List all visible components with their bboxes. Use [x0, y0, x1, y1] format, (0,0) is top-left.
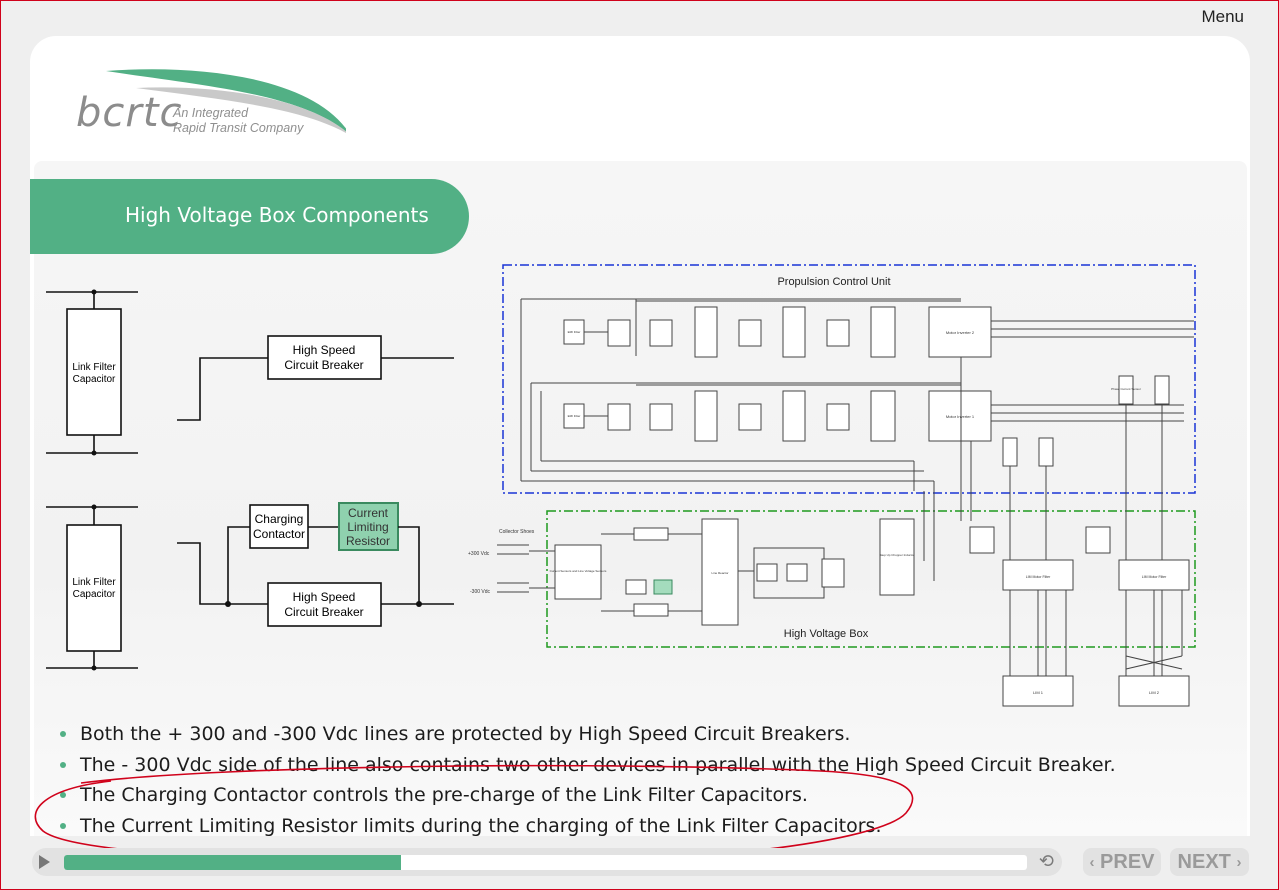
prev-label: PREV	[1100, 851, 1155, 873]
hvb-label: High Voltage Box	[784, 628, 869, 640]
bullet-item: The Charging Contactor controls the pre-…	[56, 784, 1236, 815]
bullet-list: Both the + 300 and -300 Vdc lines are pr…	[56, 723, 1236, 836]
logo-tagline-2: Rapid Transit Company	[173, 121, 304, 135]
charging-label-b: Contactor	[253, 527, 305, 541]
propulsion-schematic: Propulsion Control Unit High Voltage Box…	[468, 264, 1196, 707]
charging-label-a: Charging	[255, 512, 304, 526]
link-filter-capacitor-1: Link Filter Capacitor	[46, 289, 138, 456]
slide-title-banner: High Voltage Box Components	[30, 179, 469, 254]
current-sensors: Current Sensors and Line Voltage Sensors	[550, 569, 607, 573]
bcrtc-logo: bcrtc An Integrated Rapid Transit Compan…	[76, 66, 346, 146]
bullet-item: The Current Limiting Resistor limits dur…	[56, 815, 1236, 836]
logo-swoosh	[106, 69, 346, 134]
logo-tagline-1: An Integrated	[173, 106, 249, 120]
lim-1: LIM 1	[1033, 690, 1044, 695]
replay-icon[interactable]: ⟲	[1038, 851, 1054, 872]
inverter-2: Motor Inverter 2	[946, 330, 975, 335]
lim-filter-2: LIM Motor Filter	[1142, 575, 1167, 579]
circuit-diagrams: Link Filter Capacitor High Speed Circuit…	[46, 264, 1196, 707]
emi-filter-1: EMI Filter	[568, 330, 581, 334]
logo-wordmark: bcrtc	[76, 90, 183, 136]
play-icon[interactable]	[39, 855, 50, 869]
bus-lines	[521, 357, 1163, 681]
course-card: bcrtc An Integrated Rapid Transit Compan…	[30, 36, 1250, 836]
hscb-label-1a: High Speed	[293, 343, 356, 357]
clr-label-a: Current	[348, 506, 389, 520]
lim-2: LIM 2	[1149, 690, 1160, 695]
progress-bar[interactable]	[64, 855, 1027, 870]
minus-vdc: -300 Vdc	[470, 589, 491, 595]
hscb-plus-circuit: High Speed Circuit Breaker	[177, 335, 454, 421]
slide-content: High Voltage Box Components Link Filter …	[30, 161, 1247, 836]
clr-label-c: Resistor	[346, 534, 390, 548]
chevron-right-icon: ›	[1236, 854, 1242, 871]
hv-box-schematic: Collector Shoes +300 Vdc -300 Vdc Curren…	[468, 518, 1190, 707]
pcu-label: Propulsion Control Unit	[777, 276, 890, 288]
hscb-label-2a: High Speed	[293, 590, 356, 604]
chevron-left-icon: ‹	[1089, 854, 1095, 871]
next-button[interactable]: NEXT ›	[1170, 848, 1249, 876]
progress-fill	[64, 855, 402, 870]
media-player-bar: ⟲	[32, 848, 1062, 876]
emi-filter-2: EMI Filter	[568, 414, 581, 418]
cap-label-2a: Link Filter	[72, 577, 116, 588]
hscb-label-2b: Circuit Breaker	[284, 605, 363, 619]
line-reactor: Line Reactor	[711, 571, 728, 575]
pcu-row-2: EMI Filter Motor Inverter 1	[531, 375, 1184, 467]
phase-sensor-a: Phase Current Sensor	[1111, 387, 1141, 391]
hscb-minus-circuit: Charging Contactor Current Limiting Resi…	[177, 502, 454, 627]
collector-shoes: Collector Shoes	[499, 529, 535, 535]
plus-vdc: +300 Vdc	[468, 551, 490, 557]
slide-title: High Voltage Box Components	[125, 203, 429, 227]
prev-button[interactable]: ‹ PREV	[1083, 848, 1161, 876]
link-filter-capacitor-2: Link Filter Capacitor	[46, 504, 138, 671]
next-label: NEXT	[1177, 851, 1231, 873]
cap-label-2b: Capacitor	[73, 589, 116, 600]
hscb-label-1b: Circuit Breaker	[284, 358, 363, 372]
clr-label-b: Limiting	[347, 520, 388, 534]
inverter-1: Motor Inverter 1	[946, 414, 975, 419]
pcu-row-1: EMI Filter Motor Inverter 2	[520, 298, 1194, 481]
step-up-inductor: Step Up Chopper Inductor	[880, 553, 915, 557]
bullet-item: The - 300 Vdc side of the line also cont…	[56, 754, 1236, 785]
cap-label-1b: Capacitor	[73, 374, 116, 385]
lim-filter-1: LIM Motor Filter	[1026, 575, 1051, 579]
cap-label-1a: Link Filter	[72, 362, 116, 373]
menu-button[interactable]: Menu	[1201, 7, 1244, 26]
bullet-item: Both the + 300 and -300 Vdc lines are pr…	[56, 723, 1236, 754]
